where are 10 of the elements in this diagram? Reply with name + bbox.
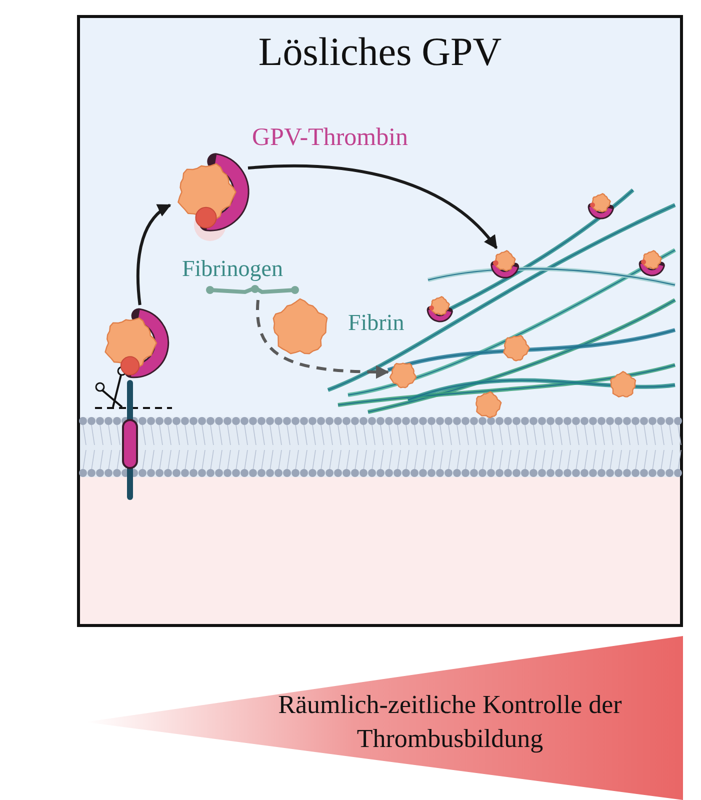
bound-gpv-thrombin-complex <box>587 190 615 220</box>
fibrin-label: Fibrin <box>348 310 404 336</box>
curved-arrow <box>136 204 172 306</box>
bound-gpv-thrombin-complex <box>638 247 666 277</box>
dashed-arrow <box>256 300 390 379</box>
panel-title: Lösliches GPV <box>257 28 503 75</box>
diagram-frame <box>77 15 683 627</box>
fibrinogen-label: Fibrinogen <box>182 256 283 282</box>
wedge-caption: Räumlich-zeitliche Kontrolle der Thrombusbildung <box>277 689 623 755</box>
curved-arrow <box>248 164 498 250</box>
